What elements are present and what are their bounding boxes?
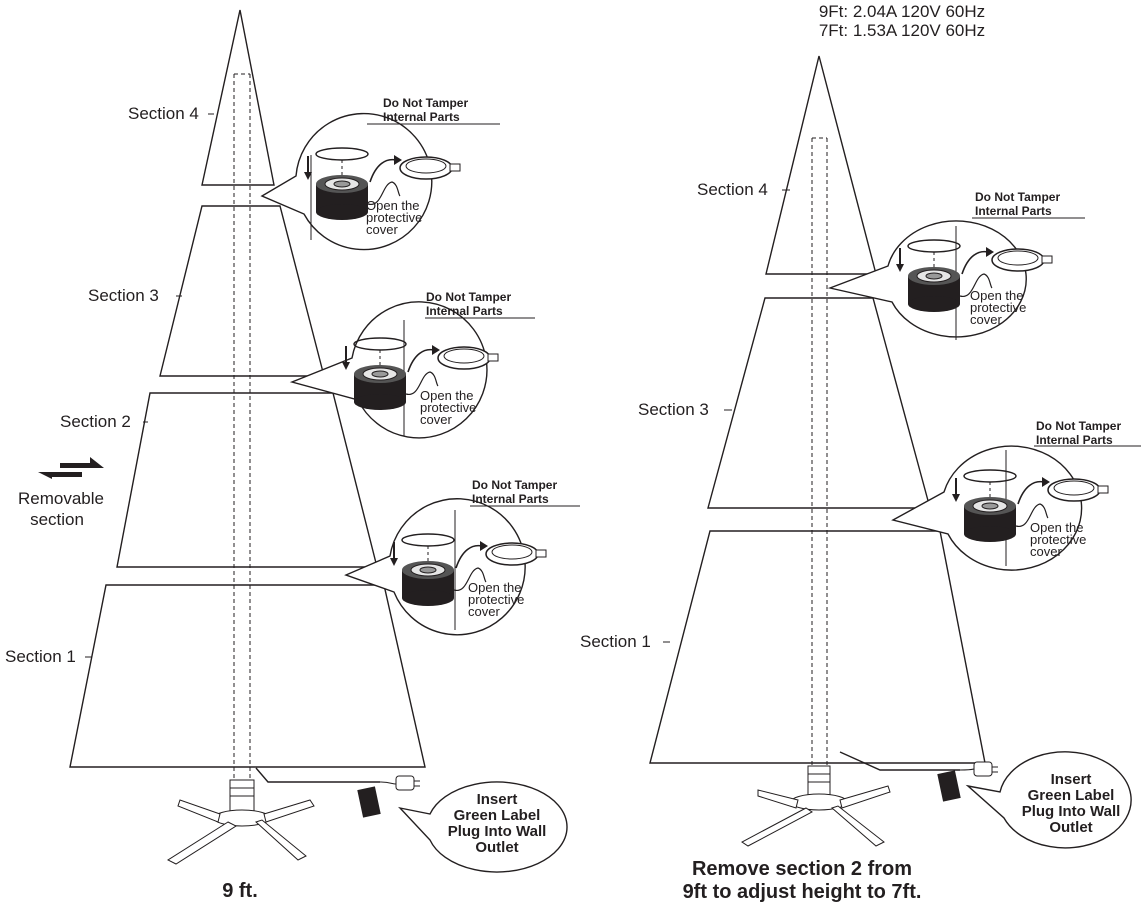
tree-7ft-caption: Remove section 2 from 9ft to adjust heig… xyxy=(682,858,922,903)
tree-9ft-section-3-shape xyxy=(159,205,325,377)
tree-9ft-section-1-label: Section 1 xyxy=(5,647,76,666)
tree-9ft-section-2-shape xyxy=(116,392,378,568)
tree-9ft-note-3-cover: Open the protective cover xyxy=(468,580,525,619)
tree-9ft-section-3-label: Section 3 xyxy=(88,286,159,305)
tree-7ft-section-3-shape xyxy=(707,297,931,509)
tree-7ft-note-1-cover: Open the protective cover xyxy=(970,288,1027,327)
green-label-tag xyxy=(357,786,381,818)
tree-7ft-note-2-cover: Open the protective cover xyxy=(1030,520,1087,559)
rating-9ft: 9Ft: 2.04A 120V 60Hz xyxy=(818,2,986,21)
tree-7ft-section-1-label: Section 1 xyxy=(580,632,651,651)
tree-9ft xyxy=(38,9,580,873)
tree-9ft-note-3-title: Do Not Tamper Internal Parts xyxy=(472,478,558,506)
tree-9ft-note-2-title: Do Not Tamper Internal Parts xyxy=(426,290,512,318)
plug-icon xyxy=(395,775,415,791)
tree-7ft-stand xyxy=(741,765,891,847)
tree-9ft-plug-note: Insert Green Label Plug Into Wall Outlet xyxy=(447,791,547,856)
rating-7ft: 7Ft: 1.53A 120V 60Hz xyxy=(818,21,986,40)
tree-9ft-callout-2 xyxy=(289,301,535,439)
tree-9ft-section-4-label: Section 4 xyxy=(128,104,199,123)
tree-9ft-section-2-label: Section 2 xyxy=(60,412,131,431)
tree-9ft-note-1-title: Do Not Tamper Internal Parts xyxy=(383,96,469,124)
green-label-tag xyxy=(937,770,961,802)
tree-7ft-plug-note: Insert Green Label Plug Into Wall Outlet xyxy=(1021,771,1121,836)
tree-9ft-section-4-shape xyxy=(201,9,275,186)
tree-9ft-caption: 9 ft. xyxy=(222,880,258,902)
tree-7ft-note-2-title: Do Not Tamper Internal Parts xyxy=(1036,419,1122,447)
tree-7ft-section-3-label: Section 3 xyxy=(638,400,709,419)
tree-7ft-callout-2 xyxy=(891,445,1141,571)
tree-9ft-callout-1 xyxy=(260,112,500,251)
plug-icon xyxy=(973,761,993,777)
tree-7ft-section-4-label: Section 4 xyxy=(697,180,768,199)
tree-9ft-stand xyxy=(166,779,315,865)
tree-7ft-section-1-shape xyxy=(649,530,986,764)
tree-7ft xyxy=(649,55,1141,849)
tree-7ft-section-4-shape xyxy=(765,55,877,275)
tree-9ft-section-1-shape xyxy=(69,584,426,768)
tree-9ft-note-2-cover: Open the protective cover xyxy=(420,388,477,427)
tree-7ft-note-1-title: Do Not Tamper Internal Parts xyxy=(975,190,1061,218)
tree-9ft-note-1-cover: Open the protective cover xyxy=(366,198,423,237)
electrical-rating: 9Ft: 2.04A 120V 60Hz 7Ft: 1.53A 120V 60H… xyxy=(752,2,1052,40)
removable-section-label: Removable section xyxy=(18,489,104,529)
swap-arrows-icon xyxy=(38,457,104,479)
tree-7ft-callout-1 xyxy=(827,217,1085,340)
tree-9ft-callout-3 xyxy=(344,498,580,636)
